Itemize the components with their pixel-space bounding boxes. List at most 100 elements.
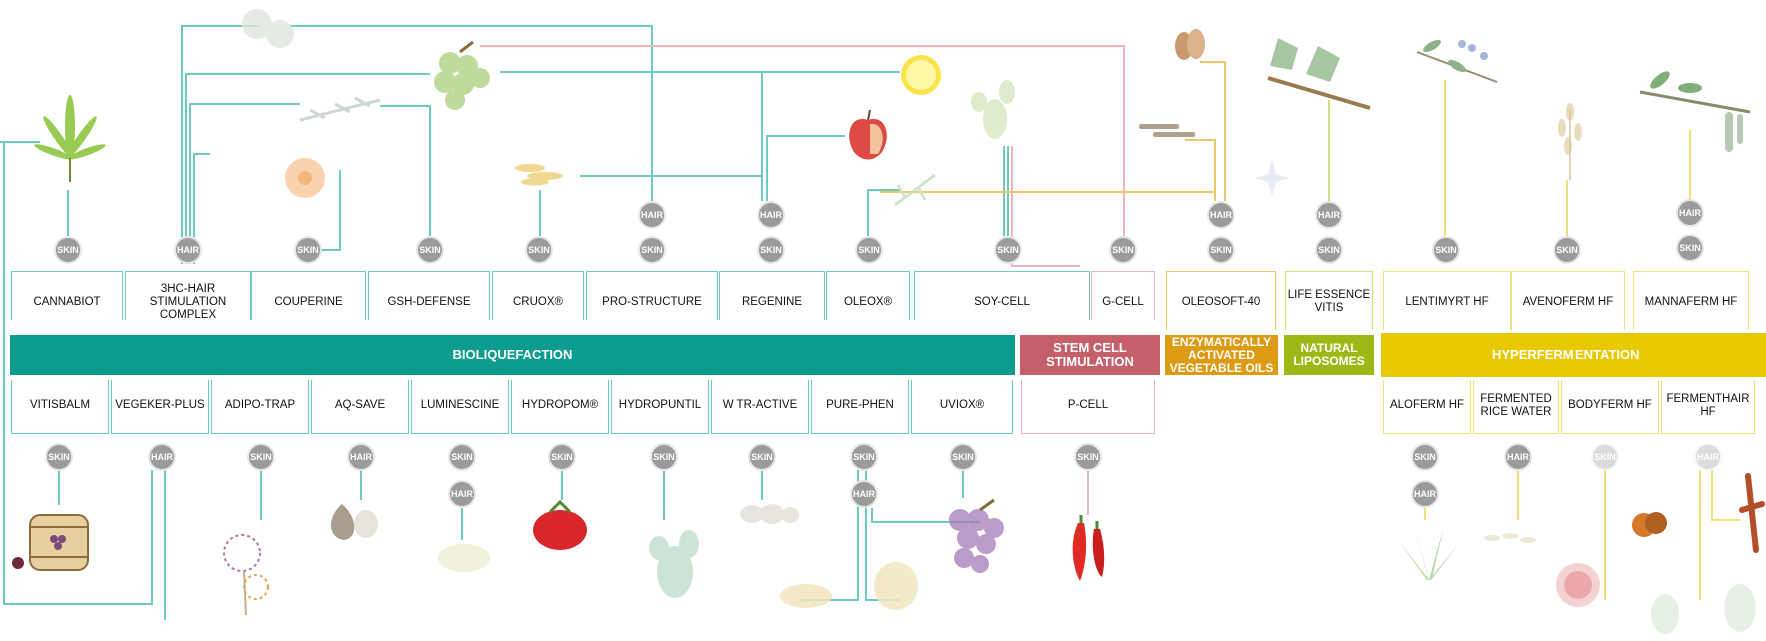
band-hyperfermentation-part2: ENTATION bbox=[1575, 347, 1640, 362]
product-fermenthair-hf[interactable]: FERMENTHAIR HF bbox=[1662, 378, 1754, 433]
product-soy-cell[interactable]: SOY-CELL bbox=[915, 272, 1089, 332]
connector-line bbox=[3, 142, 153, 605]
product-aloferm-hf[interactable]: ALOFERM HF bbox=[1384, 378, 1470, 433]
product-cruox[interactable]: CRUOX® bbox=[493, 272, 583, 332]
product-fermented-rice-water[interactable]: FERMENTED RICE WATER bbox=[1474, 378, 1558, 433]
connector-line bbox=[1011, 146, 1080, 267]
hair-badge: HAIR bbox=[1315, 201, 1343, 229]
hazelnut-icon bbox=[1632, 512, 1667, 537]
product-g-cell[interactable]: G-CELL bbox=[1092, 272, 1154, 332]
skin-badge: SKIN bbox=[949, 443, 977, 471]
olive-branch-icon bbox=[894, 173, 936, 207]
skin-badge: SKIN bbox=[294, 236, 322, 264]
product-p-cell[interactable]: P-CELL bbox=[1022, 378, 1154, 433]
hair-badge: HAIR bbox=[1207, 201, 1235, 229]
connector-line bbox=[580, 175, 763, 201]
hair-badge: HAIR bbox=[757, 201, 785, 229]
hair-badge: HAIR bbox=[850, 480, 878, 508]
skin-badge: SKIN bbox=[850, 443, 878, 471]
band-natural-liposomes: NATURAL LIPOSOMES bbox=[1284, 335, 1374, 375]
product-oleox[interactable]: OLEOX® bbox=[827, 272, 909, 332]
skin-badge: SKIN bbox=[1207, 236, 1235, 264]
tomato-icon bbox=[533, 500, 587, 550]
skin-badge: SKIN bbox=[757, 236, 785, 264]
skin-badge: SKIN bbox=[525, 236, 553, 264]
product-gsh-defense[interactable]: GSH-DEFENSE bbox=[369, 272, 489, 332]
connector-line bbox=[181, 25, 260, 264]
connector-line bbox=[380, 105, 431, 236]
band-hyperfermentation: HYPERFERM ENTATION bbox=[1381, 333, 1766, 377]
product-w-tr-active[interactable]: W TR-ACTIVE bbox=[712, 378, 808, 433]
connector-line bbox=[290, 25, 653, 201]
product-pro-structure[interactable]: PRO-STRUCTURE bbox=[587, 272, 717, 332]
product-avenoferm-hf[interactable]: AVENOFERM HF bbox=[1512, 272, 1624, 332]
seeds-icon bbox=[740, 504, 799, 524]
hair-badge: HAIR bbox=[638, 201, 666, 229]
connector-line bbox=[189, 103, 300, 264]
rice-icon bbox=[1484, 533, 1536, 543]
hair-badge: HAIR bbox=[1676, 199, 1704, 227]
connector-line bbox=[1185, 139, 1216, 201]
connector-line bbox=[480, 45, 1125, 236]
myrtle-branch-icon bbox=[1416, 39, 1498, 83]
product-hydropom[interactable]: HYDROPOM® bbox=[512, 378, 608, 433]
product-adipo-trap[interactable]: ADIPO-TRAP bbox=[212, 378, 308, 433]
hair-badge: HAIR bbox=[347, 443, 375, 471]
hair-badge: HAIR bbox=[148, 443, 176, 471]
allium-flower-icon bbox=[223, 534, 269, 615]
product-mannaferm-hf[interactable]: MANNAFERM HF bbox=[1634, 272, 1748, 332]
garlic-icon bbox=[330, 504, 378, 540]
skin-badge: SKIN bbox=[1315, 236, 1343, 264]
product-lentimyrt-hf[interactable]: LENTIMYRT HF bbox=[1384, 272, 1510, 332]
hair-badge: HAIR bbox=[174, 236, 202, 264]
band-bioliquefaction: BIOLIQUEFACTION bbox=[10, 335, 1015, 375]
skin-badge: SKIN bbox=[994, 236, 1022, 264]
oat-icon bbox=[1558, 103, 1582, 180]
product-life-essence-vitis[interactable]: LIFE ESSENCE VITIS bbox=[1286, 272, 1372, 332]
leaves-icon bbox=[1651, 584, 1756, 634]
product-vegeker-plus[interactable]: VEGEKER-PLUS bbox=[112, 378, 208, 433]
cactus-icon bbox=[971, 80, 1015, 139]
skin-badge: SKIN bbox=[416, 236, 444, 264]
product-cannabiot[interactable]: CANNABIOT bbox=[12, 272, 122, 332]
product-luminescine[interactable]: LUMINESCINE bbox=[412, 378, 508, 433]
chamomile-flower-icon bbox=[285, 158, 325, 198]
connector-line bbox=[761, 71, 900, 201]
almond-icon bbox=[1175, 29, 1205, 60]
grains-icon bbox=[515, 164, 563, 186]
skin-badge: SKIN bbox=[54, 236, 82, 264]
vine-leaves-icon bbox=[1267, 38, 1371, 110]
grapes-icon bbox=[434, 40, 490, 110]
product-vitisbalm[interactable]: VITISBALM bbox=[12, 378, 108, 433]
cannabis-leaf-icon bbox=[34, 95, 106, 182]
skin-badge: SKIN bbox=[45, 443, 73, 471]
connector-line bbox=[1711, 470, 1740, 521]
skin-badge: SKIN bbox=[650, 443, 678, 471]
connector-line bbox=[185, 73, 430, 264]
band-enzymatic-oils: ENZYMATICALLY ACTIVATED VEGETABLE OILS bbox=[1165, 335, 1278, 375]
hair-badge: HAIR bbox=[1411, 480, 1439, 508]
product-couperine[interactable]: COUPERINE bbox=[252, 272, 365, 332]
product-uviox[interactable]: UVIOX® bbox=[912, 378, 1012, 433]
wine-barrel-icon bbox=[12, 514, 89, 571]
chili-pepper-icon bbox=[1072, 515, 1105, 581]
product-oleosoft-40[interactable]: OLEOSOFT-40 bbox=[1167, 272, 1275, 332]
white-flower-icon bbox=[242, 9, 294, 48]
product-bodyferm-hf[interactable]: BODYFERM HF bbox=[1562, 378, 1658, 433]
product-pure-phen[interactable]: PURE-PHEN bbox=[812, 378, 908, 433]
skin-badge: SKIN bbox=[448, 443, 476, 471]
skin-badge: SKIN bbox=[548, 443, 576, 471]
cactus-icon bbox=[649, 530, 699, 598]
apple-icon bbox=[849, 109, 887, 160]
skin-badge: SKIN bbox=[1591, 443, 1619, 471]
product-regenine[interactable]: REGENINE bbox=[720, 272, 824, 332]
product-aq-save[interactable]: AQ-SAVE bbox=[312, 378, 408, 433]
hair-badge: HAIR bbox=[1504, 443, 1532, 471]
skin-badge: SKIN bbox=[1074, 443, 1102, 471]
lemon-icon bbox=[901, 55, 941, 95]
skin-badge: SKIN bbox=[1411, 443, 1439, 471]
product-3hc-hair-stimulation-complex[interactable]: 3HC-HAIR STIMULATION COMPLEX bbox=[126, 272, 250, 332]
connector-line bbox=[766, 135, 845, 201]
product-hydropuntil[interactable]: HYDROPUNTIL bbox=[612, 378, 708, 433]
pomegranate-icon bbox=[1556, 563, 1600, 607]
